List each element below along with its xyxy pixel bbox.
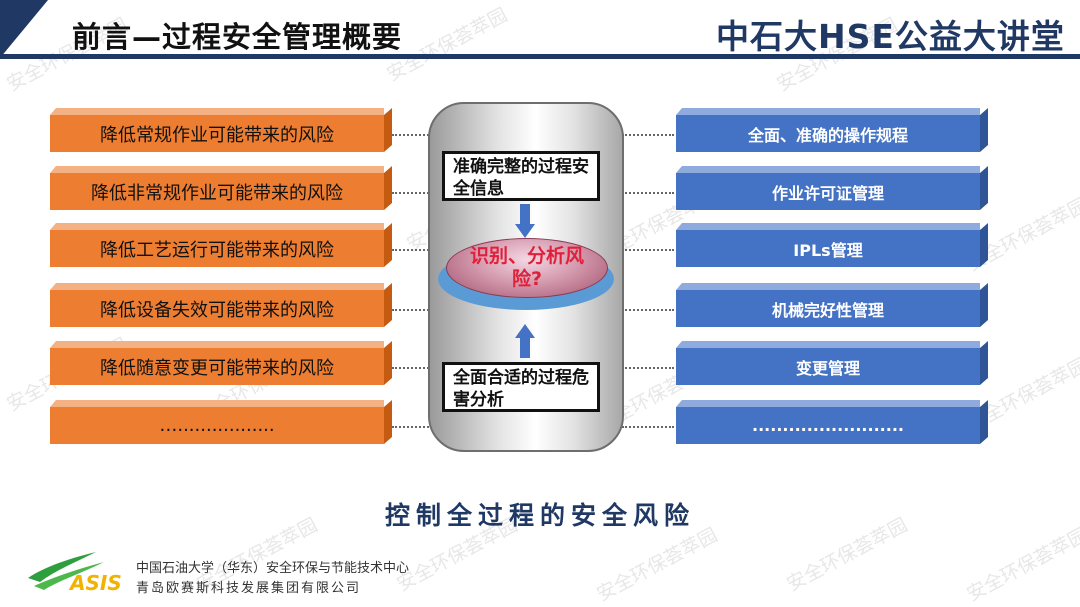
summary-title: 控制全过程的安全风险 <box>384 501 695 530</box>
right-item-procedures: 全面、准确的操作规程 <box>676 115 980 152</box>
connector-line <box>622 192 674 194</box>
connector-line <box>392 192 432 194</box>
connector-line <box>622 309 674 311</box>
center-bottom-box: 全面合适的过程危害分析 <box>442 362 600 412</box>
right-item-more: ......................... <box>676 407 980 444</box>
connector-line <box>392 249 432 251</box>
risk-identification-disc: 识别、分析风险? <box>446 238 608 298</box>
right-item-work-permit: 作业许可证管理 <box>676 173 980 210</box>
left-item-nonroutine: 降低非常规作业可能带来的风险 <box>50 173 384 210</box>
logo-text: ASIS <box>68 571 122 594</box>
header-corner-shape <box>0 0 48 58</box>
connector-line <box>622 134 674 136</box>
left-item-process: 降低工艺运行可能带来的风险 <box>50 230 384 267</box>
org-name-1: 中国石油大学（华东）安全环保与节能技术中心 <box>136 561 410 576</box>
right-item-moc: 变更管理 <box>676 348 980 385</box>
right-item-mechanical-integrity: 机械完好性管理 <box>676 290 980 327</box>
watermark-text: 安全环保荟萃园 <box>963 523 1080 606</box>
disc-label: 识别、分析风险? <box>469 245 584 290</box>
watermark-text: 安全环保荟萃园 <box>593 523 722 606</box>
right-item-ipls: IPLs管理 <box>676 230 980 267</box>
connector-line <box>392 134 432 136</box>
connector-line <box>392 367 432 369</box>
left-item-change: 降低随意变更可能带来的风险 <box>50 348 384 385</box>
org-name-2: 青岛欧赛斯科技发展集团有限公司 <box>136 581 362 596</box>
header-divider <box>0 54 1080 59</box>
brand-title: 中石大HSE公益大讲堂 <box>716 17 1065 56</box>
left-item-routine: 降低常规作业可能带来的风险 <box>50 115 384 152</box>
connector-line <box>622 367 674 369</box>
asis-logo-icon: ASIS <box>28 552 122 594</box>
center-top-box: 准确完整的过程安全信息 <box>442 151 600 201</box>
arrow-down-icon <box>515 204 535 238</box>
left-item-equipment: 降低设备失效可能带来的风险 <box>50 290 384 327</box>
page-title: 前言—过程安全管理概要 <box>72 20 403 54</box>
arrow-up-icon <box>515 324 535 358</box>
connector-line <box>622 426 674 428</box>
connector-line <box>392 309 432 311</box>
connector-line <box>392 426 432 428</box>
connector-line <box>622 249 674 251</box>
left-item-more: …................. <box>50 407 384 444</box>
